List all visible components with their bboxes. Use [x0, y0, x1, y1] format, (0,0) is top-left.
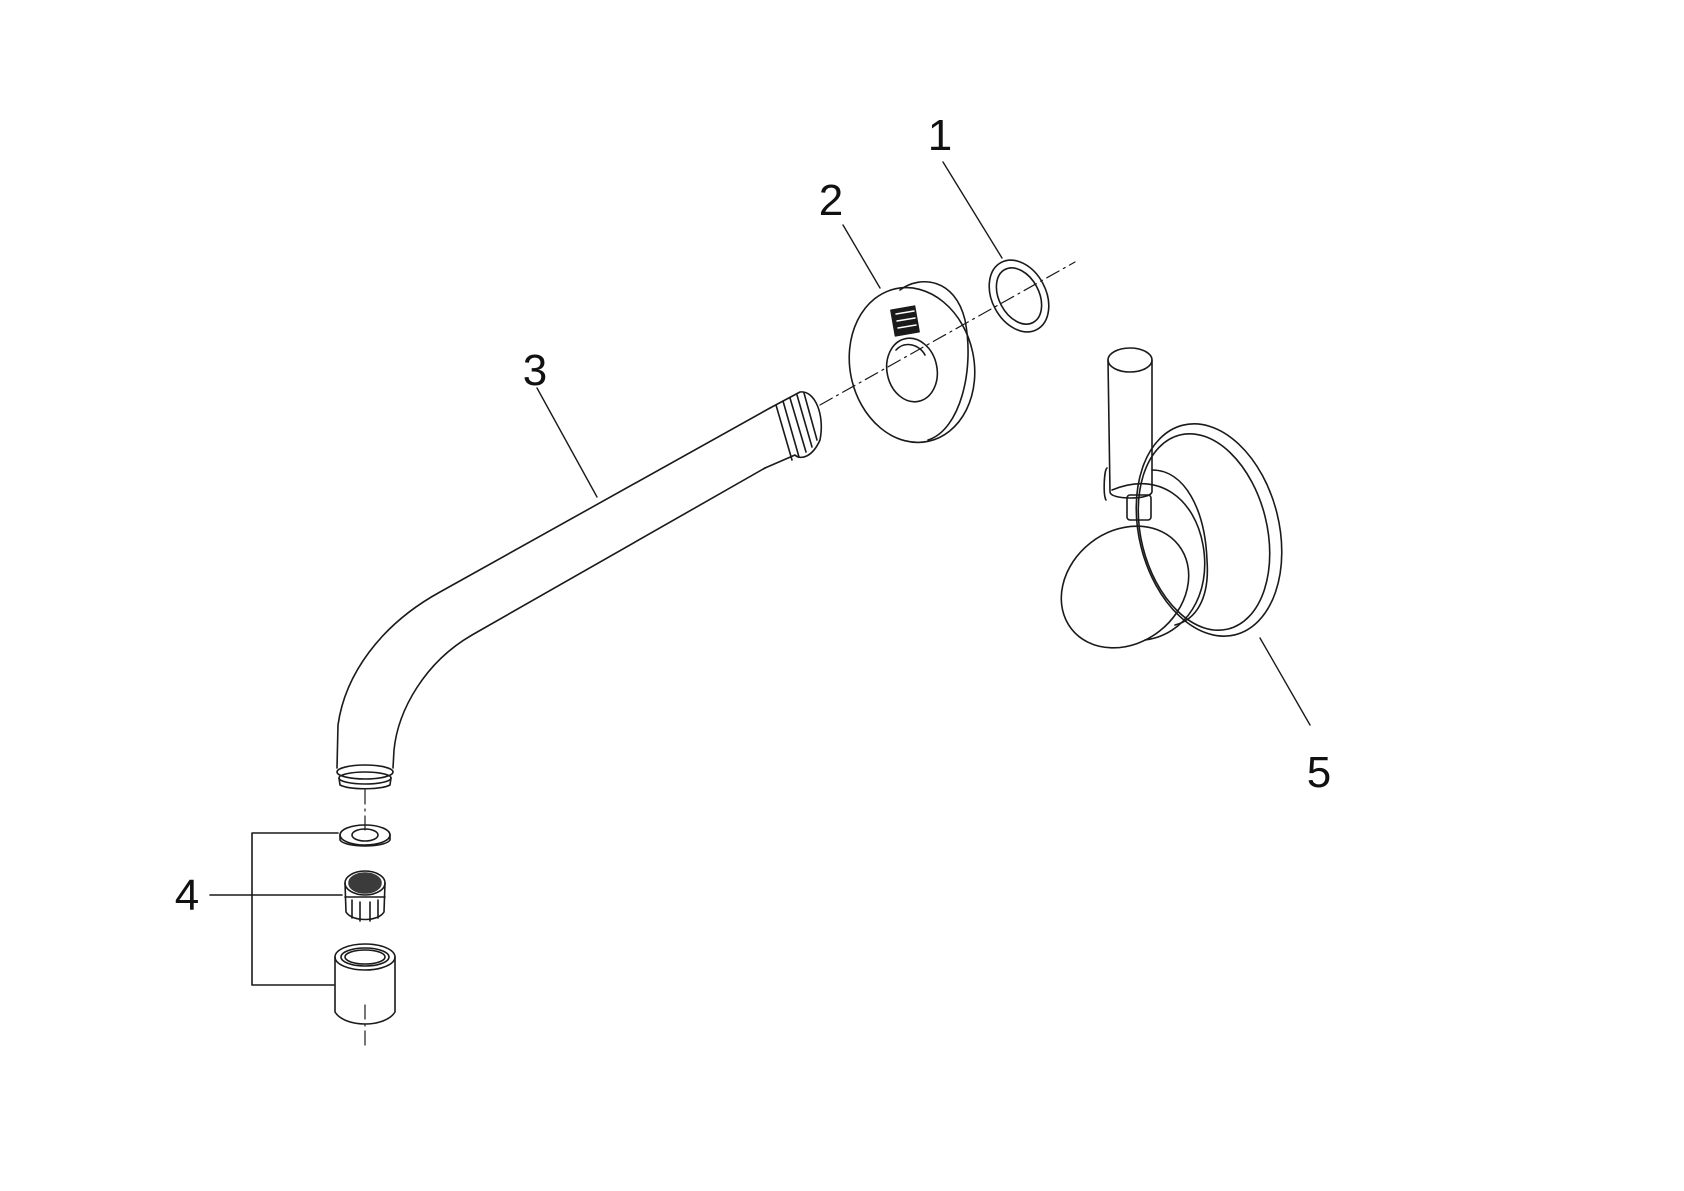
- aerator-insert: [345, 871, 385, 921]
- callout-labels: 1 2 3 4 5: [175, 111, 1331, 920]
- callout-3: 3: [523, 346, 547, 395]
- leader-lines: [536, 161, 1311, 726]
- aerator-sleeve: [335, 944, 395, 1024]
- aerator-washer: [340, 825, 390, 846]
- aerator-set-part: [210, 825, 395, 1024]
- wall-rosette-part: [835, 276, 989, 454]
- spout-part: [337, 392, 821, 789]
- center-axis: [364, 261, 1076, 1046]
- aerator-bracket: [252, 833, 338, 985]
- callout-4: 4: [175, 871, 199, 920]
- single-lever-mixer-part: [1037, 348, 1303, 673]
- callout-2: 2: [819, 176, 843, 225]
- sealing-ring-part: [977, 250, 1060, 342]
- logo-mark: [891, 306, 919, 336]
- callout-5: 5: [1307, 748, 1331, 797]
- callout-1: 1: [928, 111, 952, 160]
